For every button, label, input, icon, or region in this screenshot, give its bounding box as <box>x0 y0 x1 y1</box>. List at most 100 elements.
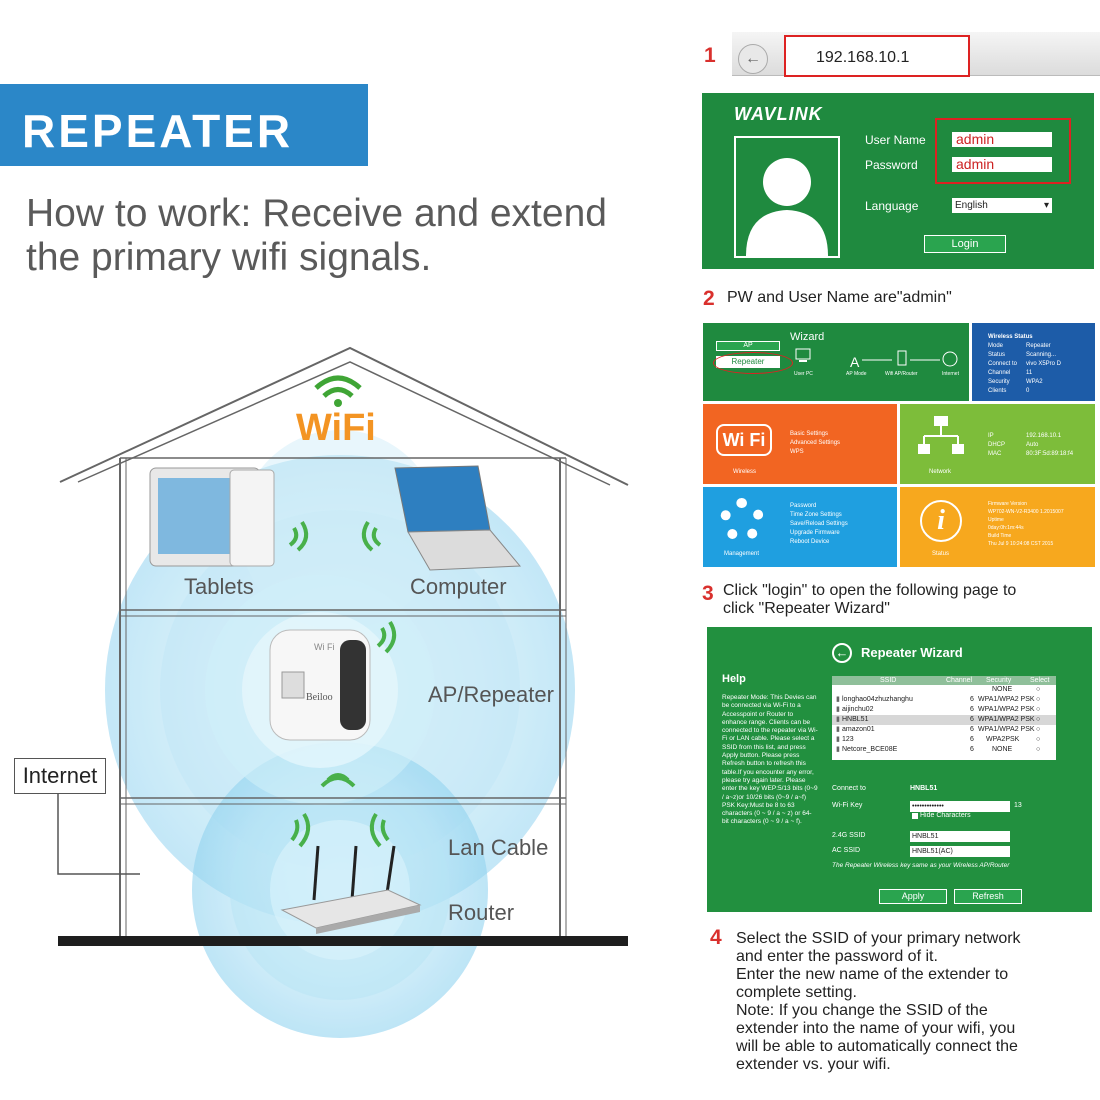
ssid-select-radio[interactable]: ○ <box>1036 706 1041 713</box>
wireless-menu-item[interactable]: Advanced Settings <box>790 440 841 446</box>
ssid-channel: 6 <box>970 706 974 713</box>
status-key: Security <box>988 379 1010 385</box>
intro-line-1: How to work: Receive and extend <box>26 192 607 235</box>
wifi-key-input[interactable]: ••••••••••••• <box>910 801 1010 812</box>
password-input[interactable]: admin <box>952 157 1052 172</box>
ssid-select-radio[interactable]: ○ <box>1036 716 1041 723</box>
status-value: 0 <box>1026 388 1030 394</box>
status-row: Connect to vivo X5Pro D <box>988 360 1088 369</box>
connect-to-value: HNBL51 <box>910 785 938 792</box>
hide-characters-checkbox[interactable] <box>912 813 918 819</box>
signal-waves-icon <box>288 520 397 848</box>
language-label: Language <box>865 199 919 213</box>
network-icon <box>918 416 964 454</box>
wifi-ap-router-label: Wifi AP/Router <box>885 371 918 377</box>
step-4-number: 4 <box>710 926 722 949</box>
management-menu-item[interactable]: Password <box>790 503 817 509</box>
status-value: WPA2 <box>1026 379 1043 385</box>
wireless-menu-item[interactable]: Basic Settings <box>790 431 829 437</box>
signal-bars-icon: ▮ <box>836 726 840 733</box>
info-icon: i <box>920 500 962 542</box>
network-key: DHCP <box>988 442 1006 448</box>
repeater-banner: REPEATER <box>0 84 368 166</box>
network-row: DHCP Auto <box>988 441 1088 450</box>
management-menu-item[interactable]: Time Zone Settings <box>790 512 842 518</box>
tablet-icon <box>149 467 275 567</box>
ssid-name: amazon01 <box>842 726 875 733</box>
username-input[interactable]: admin <box>952 132 1052 147</box>
ssid-channel: 6 <box>970 716 974 723</box>
router-label: Router <box>448 900 514 925</box>
ssid-name: aijinchu02 <box>842 706 874 713</box>
ssid-select-radio[interactable]: ○ <box>1036 696 1041 703</box>
ssid-select-radio[interactable]: ○ <box>1036 686 1041 693</box>
wizard-title: Wizard <box>790 331 825 343</box>
step-2-number: 2 <box>703 287 715 310</box>
signal-bars-icon: ▮ <box>836 736 840 743</box>
status-key: Channel <box>988 370 1011 376</box>
network-tile[interactable] <box>900 404 1095 484</box>
status-value: 11 <box>1026 370 1033 376</box>
wavlink-logo: WAVLINK <box>734 104 823 124</box>
firmware-info-line: WP702-WN-V2-R3400 1.2015007 <box>988 509 1064 515</box>
ssid-channel: 6 <box>970 696 974 703</box>
back-button[interactable]: ← <box>738 44 768 74</box>
ssid-select-radio[interactable]: ○ <box>1036 736 1041 743</box>
ssid24-input[interactable]: HNBL51 <box>910 831 1010 842</box>
step-3-text: Click "login" to open the following page… <box>723 582 1016 618</box>
status-value: vivo X5Pro D <box>1026 361 1062 367</box>
wizard-title: Repeater Wizard <box>861 645 963 660</box>
login-button[interactable]: Login <box>924 235 1006 253</box>
management-menu-item[interactable]: Upgrade Firmware <box>790 530 840 536</box>
laptop-icon <box>394 465 522 571</box>
user-pc-label: User PC <box>794 371 813 377</box>
ssid-table: SSID Channel Security Select NONE○▮longh… <box>832 676 1056 760</box>
col-select: Select <box>1030 677 1050 684</box>
wireless-status-title: Wireless Status <box>988 334 1033 340</box>
management-menu-item[interactable]: Save/Reload Settings <box>790 521 848 527</box>
status-key: Connect to <box>988 361 1018 367</box>
ssid-security: WPA1/WPA2 PSK <box>978 696 1035 703</box>
firmware-info-line: Thu Jul 9 10:24:08 CST 2015 <box>988 541 1054 547</box>
svg-text:A: A <box>850 354 860 370</box>
col-ssid: SSID <box>880 677 897 684</box>
intro-line-2: the primary wifi signals. <box>26 236 432 279</box>
step-4-line: Note: If you change the SSID of the <box>736 1002 988 1019</box>
wireless-menu-item[interactable]: WPS <box>790 449 804 455</box>
ssid-row[interactable]: NONE○ <box>832 685 1056 695</box>
ssid-select-radio[interactable]: ○ <box>1036 726 1041 733</box>
status-value: Scanning... <box>1026 352 1057 358</box>
wifi-key-count: 13 <box>1014 802 1022 809</box>
refresh-button[interactable]: Refresh <box>954 889 1022 904</box>
status-key: Mode <box>988 343 1004 349</box>
ap-mode-option[interactable]: AP <box>716 341 780 351</box>
apply-button[interactable]: Apply <box>879 889 947 904</box>
wireless-status-tile[interactable] <box>972 323 1095 401</box>
address-bar[interactable]: 192.168.10.1 <box>784 35 970 77</box>
language-select[interactable]: English▾ <box>952 198 1052 213</box>
ac-ssid-input[interactable]: HNBL51(AC) <box>910 846 1010 857</box>
back-arrow-icon[interactable]: ← <box>832 643 852 663</box>
ssid-security: WPA1/WPA2 PSK <box>978 726 1035 733</box>
lan-cable-label: Lan Cable <box>448 835 548 860</box>
management-menu-item[interactable]: Reboot Device <box>790 539 830 545</box>
step-4-line: extender vs. your wifi. <box>736 1056 891 1073</box>
topology-icons: A <box>795 348 958 370</box>
signal-bars-icon: ▮ <box>836 696 840 703</box>
house-diagram: WiFi Wi Fi Beiloo Tablets Computer AP/Re… <box>57 346 629 1038</box>
gear-icon <box>720 498 764 542</box>
device-wifi-text: Wi Fi <box>314 642 335 652</box>
wireless-tile[interactable] <box>703 404 897 484</box>
network-value: Auto <box>1026 442 1039 448</box>
wifi-tile-icon: Wi Fi <box>716 424 772 456</box>
ssid-select-radio[interactable]: ○ <box>1036 746 1041 753</box>
